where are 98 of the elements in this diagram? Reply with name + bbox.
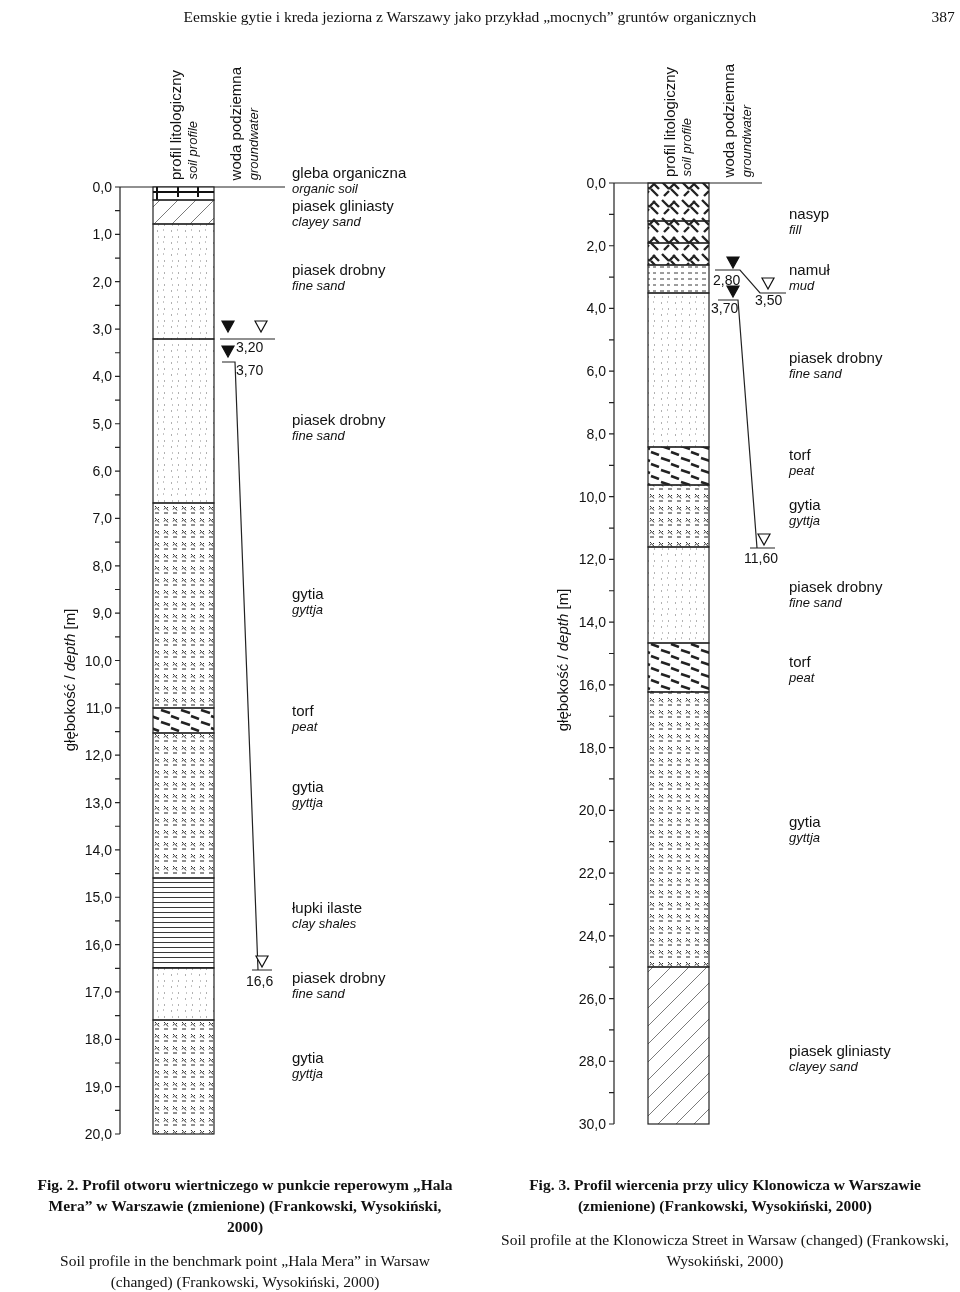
depth-value: 16,0 (578, 676, 606, 693)
depth-value: 12,0 (84, 747, 112, 764)
depth-value: 28,0 (578, 1053, 606, 1070)
water-level-value: 3,70 (236, 362, 264, 378)
layer-name-translation: fill (789, 222, 802, 238)
column-heading-translation: groundwater (246, 107, 262, 180)
layer-name-translation: gyttja (789, 513, 821, 529)
depth-value: 19,0 (84, 1078, 112, 1095)
depth-value: 6,0 (586, 363, 606, 380)
water-level-value: 16,6 (246, 973, 274, 989)
layer-name: torf (789, 654, 811, 670)
water-level-value: 11,60 (744, 550, 778, 566)
layer-name: gytia (789, 497, 821, 513)
depth-value: 8,0 (92, 557, 112, 574)
layer-name-translation: fine sand (789, 366, 842, 382)
depth-value: 10,0 (578, 488, 606, 505)
layer-name-translation: gyttja (292, 1066, 324, 1082)
water-level-value: 3,20 (236, 339, 264, 355)
layer-name: torf (292, 703, 314, 719)
column-heading-translation: soil profile (679, 118, 695, 177)
layer-name-translation: clayey sand (292, 214, 361, 230)
layer-name-translation: clayey sand (789, 1059, 858, 1075)
depth-value: 14,0 (84, 841, 112, 858)
layer-name: gleba organiczna (292, 165, 407, 181)
depth-value: 20,0 (578, 802, 606, 819)
depth-value: 22,0 (578, 865, 606, 882)
layer-name-translation: clay shales (292, 916, 357, 932)
depth-value: 30,0 (578, 1116, 606, 1132)
layer-name: gytia (292, 586, 324, 602)
layer-name: nasyp (789, 206, 830, 222)
depth-value: 6,0 (92, 463, 112, 480)
depth-value: 8,0 (586, 425, 606, 442)
layer-name-translation: peat (789, 463, 815, 479)
layer-name: piasek gliniasty (292, 198, 394, 214)
layer-name-translation: fine sand (292, 278, 345, 294)
column-heading: profil litologiczny (662, 66, 678, 177)
axis-title: głębokość / depth [m] (555, 588, 571, 732)
depth-value: 18,0 (578, 739, 606, 756)
figure-caption: Fig. 2. Profil otworu wiertniczego w punkcie reperowym „Hala Mera” w Warszawie (zmienione) (Frankowski, Wysokiński, 2000) (36, 1175, 454, 1237)
layer-name: piasek drobny (292, 970, 386, 986)
layer-name: łupki ilaste (292, 900, 363, 916)
layer-name: gytia (292, 1050, 324, 1066)
depth-value: 0,0 (92, 179, 112, 195)
depth-value: 4,0 (92, 368, 112, 385)
depth-value: 9,0 (92, 605, 112, 622)
column-heading-translation: soil profile (185, 121, 201, 180)
layer-name: piasek gliniasty (789, 1043, 891, 1059)
layer-name: gytia (789, 814, 821, 830)
axis-title: głębokość / depth [m] (62, 608, 78, 752)
depth-value: 12,0 (578, 551, 606, 568)
depth-value: 17,0 (84, 983, 112, 1000)
layer-name: torf (789, 447, 811, 463)
depth-value: 4,0 (586, 300, 606, 317)
depth-value: 1,0 (92, 226, 112, 243)
figure-caption-translation: Soil profile in the benchmark point „Hala Mera” in Warsaw (changed) (Frankowski, Wysokiński, 2000) (59, 1251, 431, 1292)
depth-value: 20,0 (84, 1126, 112, 1142)
column-heading: profil litologiczny (168, 69, 184, 180)
water-level-value: 3,50 (755, 292, 783, 308)
depth-value: 7,0 (92, 510, 112, 527)
layer-name-translation: gyttja (292, 795, 324, 811)
depth-value: 11,0 (85, 699, 112, 716)
depth-value: 3,0 (92, 321, 112, 338)
depth-value: 10,0 (84, 652, 112, 669)
layer-name-translation: organic soil (292, 181, 358, 197)
depth-value: 2,0 (586, 237, 606, 254)
layer-name: gytia (292, 779, 324, 795)
figure-caption: Fig. 3. Profil wiercenia przy ulicy Klonowicza w Warszawie (zmienione) (Frankowski, Wysokiński, 2000) (528, 1175, 922, 1216)
layer-name: piasek drobny (789, 350, 883, 366)
depth-value: 26,0 (578, 990, 606, 1007)
water-level-value: 2,80 (713, 272, 741, 288)
depth-value: 2,0 (92, 273, 112, 290)
layer-name-translation: peat (789, 670, 815, 686)
layer-name-translation: fine sand (292, 428, 345, 444)
depth-value: 13,0 (84, 794, 112, 811)
layer-name-translation: gyttja (292, 602, 324, 618)
column-heading-translation: groundwater (739, 104, 755, 177)
depth-value: 14,0 (578, 614, 606, 631)
layer-name-translation: fine sand (292, 986, 345, 1002)
layer-name: piasek drobny (292, 412, 386, 428)
page-number: 387 (931, 8, 955, 26)
layer-name-translation: mud (789, 278, 815, 294)
depth-value: 15,0 (84, 889, 112, 906)
depth-value: 24,0 (578, 927, 606, 944)
layer-name: piasek drobny (292, 262, 386, 278)
layer-name-translation: peat (292, 719, 318, 735)
depth-value: 16,0 (84, 936, 112, 953)
layer-name: namuł (789, 262, 830, 278)
layer-name-translation: fine sand (789, 595, 842, 611)
column-heading: woda podziemna (228, 66, 244, 180)
water-level-value: 3,70 (711, 300, 739, 316)
depth-value: 5,0 (92, 415, 112, 432)
figure-caption-translation: Soil profile at the Klonowicza Street in Warsaw (changed) (Frankowski, Wysokiński, 2000) (500, 1230, 950, 1271)
layer-name-translation: gyttja (789, 830, 821, 846)
column-heading: woda podziemna (721, 63, 737, 177)
running-header: Eemskie gytie i kreda jeziorna z Warszawy jako przykład „mocnych” gruntów organicznych (183, 8, 757, 26)
depth-value: 18,0 (84, 1031, 112, 1048)
layer-name: piasek drobny (789, 579, 883, 595)
depth-value: 0,0 (586, 175, 606, 191)
